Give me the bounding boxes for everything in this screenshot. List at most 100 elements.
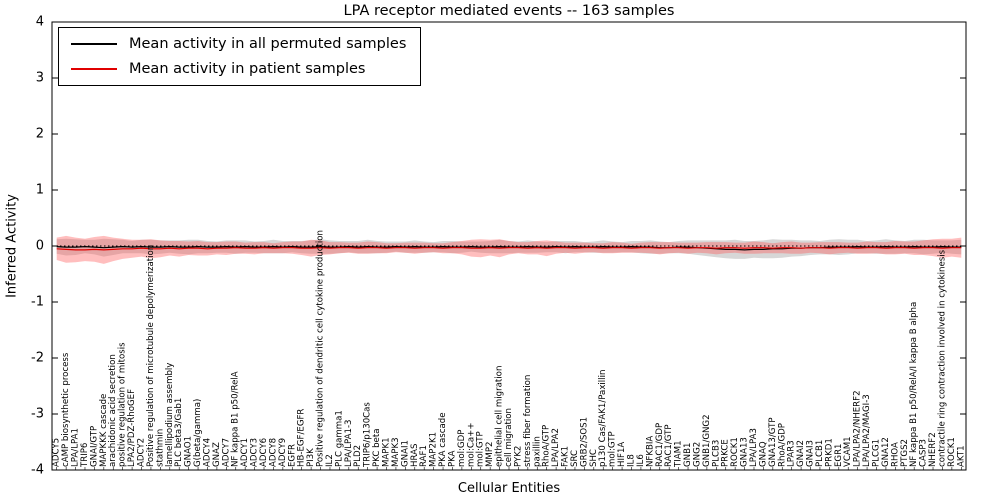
y-tick-label: -3	[31, 407, 44, 422]
x-tick-label: arachidonic acid secretion	[108, 354, 118, 467]
x-tick-label: GNAI2	[796, 440, 806, 467]
x-tick-label: GRB2/SOS1	[579, 417, 589, 467]
x-tick-label: mol:Ca++	[466, 422, 476, 467]
x-tick-label: PLCG1	[872, 439, 882, 467]
x-tick-label: GNB1/GNG2	[702, 414, 712, 467]
x-tick-label: ADCY8	[268, 438, 278, 467]
x-tick-label: PKC beta	[372, 429, 382, 467]
x-tick-label: PLC beta3/Gab1	[174, 398, 184, 467]
x-tick-label: LPA/LPA2	[551, 428, 561, 467]
x-tick-label: PLD2	[353, 445, 363, 467]
x-tick-label: GNAO1	[184, 436, 194, 467]
x-tick-label: stathmin	[155, 429, 165, 467]
x-tick-label: TIAM1	[674, 440, 684, 468]
legend-entry-patient: Mean activity in patient samples	[71, 61, 406, 77]
x-tick-label: HRAS	[410, 444, 420, 467]
legend-label-patient: Mean activity in patient samples	[129, 61, 366, 77]
x-tick-label: contractile ring contraction involved in…	[937, 249, 947, 467]
x-tick-label: RAC1/GDP	[655, 423, 665, 467]
x-tick-label: PTGS2	[900, 439, 910, 467]
x-axis-label: Cellular Entities	[457, 481, 561, 496]
x-tick-label: LPA/LPA1-3	[344, 419, 354, 467]
x-tick-label: Positive regulation of microtubule depol…	[146, 245, 156, 467]
x-tick-label: HIF1A	[617, 442, 627, 467]
x-tick-label: IL6	[636, 454, 646, 467]
x-tick-label: ADCY5	[52, 438, 62, 467]
legend-line-patient-icon	[71, 68, 117, 70]
x-tick-label: ADCY2	[137, 438, 147, 467]
x-tick-label: FAK1	[561, 446, 571, 467]
permuted-confidence-band	[56, 238, 962, 259]
x-tick-label: GNA12	[881, 437, 891, 467]
legend-entry-permuted: Mean activity in all permuted samples	[71, 36, 406, 52]
legend-label-permuted: Mean activity in all permuted samples	[129, 36, 407, 52]
x-tick-label: PI3K	[306, 448, 316, 467]
x-tick-label: RHOA	[890, 442, 900, 467]
x-tick-label: IL2	[325, 454, 335, 467]
x-tick-label: NFKBIA	[645, 436, 655, 467]
x-tick-label: PKA	[448, 450, 458, 467]
x-tick-label: PRKCE	[721, 439, 731, 467]
x-tick-label: epithelial cell migration	[495, 366, 505, 467]
x-tick-label: RhoA/GDP	[777, 423, 787, 467]
x-tick-label: MAPKKK cascade	[99, 394, 109, 467]
x-tick-label: cell migration	[504, 408, 514, 467]
x-tick-label: LPA/LPA2/NHERF2	[853, 390, 863, 467]
patient-mean-line	[56, 247, 962, 251]
x-tick-label: RAC1/GTP	[664, 425, 674, 468]
x-tick-label: ROCK1	[730, 437, 740, 467]
y-tick-label: 0	[36, 239, 44, 254]
x-tick-label: ADCY6	[259, 438, 269, 467]
x-tick-label: TRIP6/p130Cas	[363, 402, 373, 468]
x-tick-label: mol:GTP	[476, 431, 486, 467]
x-tick-label: MMP2	[485, 442, 495, 467]
x-tick-label: ADCY1	[240, 438, 250, 467]
x-tick-label: positive regulation of mitosis	[118, 342, 128, 467]
y-axis-label: Inferred Activity	[4, 194, 20, 298]
x-tick-label: LPA/LPA2/MAGI-3	[862, 394, 872, 467]
x-tick-label: stress fiber formation	[523, 375, 533, 467]
plot-frame	[51, 21, 967, 471]
x-tick-label: GNA13	[740, 437, 750, 467]
x-tick-label: GNAZ	[212, 442, 222, 467]
x-tick-label: PRKD1	[824, 438, 834, 467]
x-tick-label: G(beta/gamma)	[193, 399, 203, 467]
x-tick-label: MAP2K1	[429, 432, 439, 467]
x-tick-label: GNB1	[683, 443, 693, 467]
x-tick-label: ADCY7	[221, 438, 231, 467]
x-tick-label: RhoA/GTP	[542, 425, 552, 467]
x-tick-label: SRC	[570, 450, 580, 467]
x-tick-label: GNA13/GTP	[768, 417, 778, 467]
x-tick-label: EGFR	[287, 444, 297, 467]
x-tick-label: MAPK1	[382, 437, 392, 467]
y-tick-label: -4	[31, 463, 44, 478]
x-tick-label: PYK2	[513, 446, 523, 467]
x-tick-label: GNAI/GTP	[89, 426, 99, 467]
x-tick-label: PLCB1	[815, 440, 825, 467]
x-tick-label: LPA/LPA1	[71, 428, 81, 467]
x-tick-label: VCAM1	[843, 436, 853, 467]
y-tick-label: -2	[31, 351, 44, 366]
x-tick-label: Positive regulation of dendritic cell cy…	[316, 230, 326, 467]
y-tick-label: -1	[31, 295, 44, 310]
y-tick-label: 4	[36, 15, 44, 30]
x-tick-label: p130 Cas/FAK1/Paxillin	[598, 370, 608, 467]
y-tick-label: 2	[36, 127, 44, 142]
legend: Mean activity in all permuted samples Me…	[58, 27, 422, 86]
x-tick-label: mol:GDP	[457, 430, 467, 467]
x-tick-label: GNAQ	[758, 441, 768, 467]
x-tick-label: AKT1	[956, 445, 966, 467]
x-tick-label: ROCK1	[947, 437, 957, 467]
x-tick-label: GNAI3	[806, 440, 816, 467]
x-tick-label: CASP3	[919, 439, 929, 467]
y-tick-label: 1	[36, 183, 44, 198]
x-tick-label: SHC	[589, 449, 599, 467]
x-tick-label: MAPK3	[391, 437, 401, 467]
x-tick-label: LPAR3	[787, 440, 797, 467]
x-tick-label: GNAI1	[400, 440, 410, 467]
x-tick-label: PKA cascade	[438, 413, 448, 467]
x-tick-label: cAMP biosynthetic process	[61, 352, 71, 467]
x-tick-label: PLCB3	[711, 440, 721, 467]
